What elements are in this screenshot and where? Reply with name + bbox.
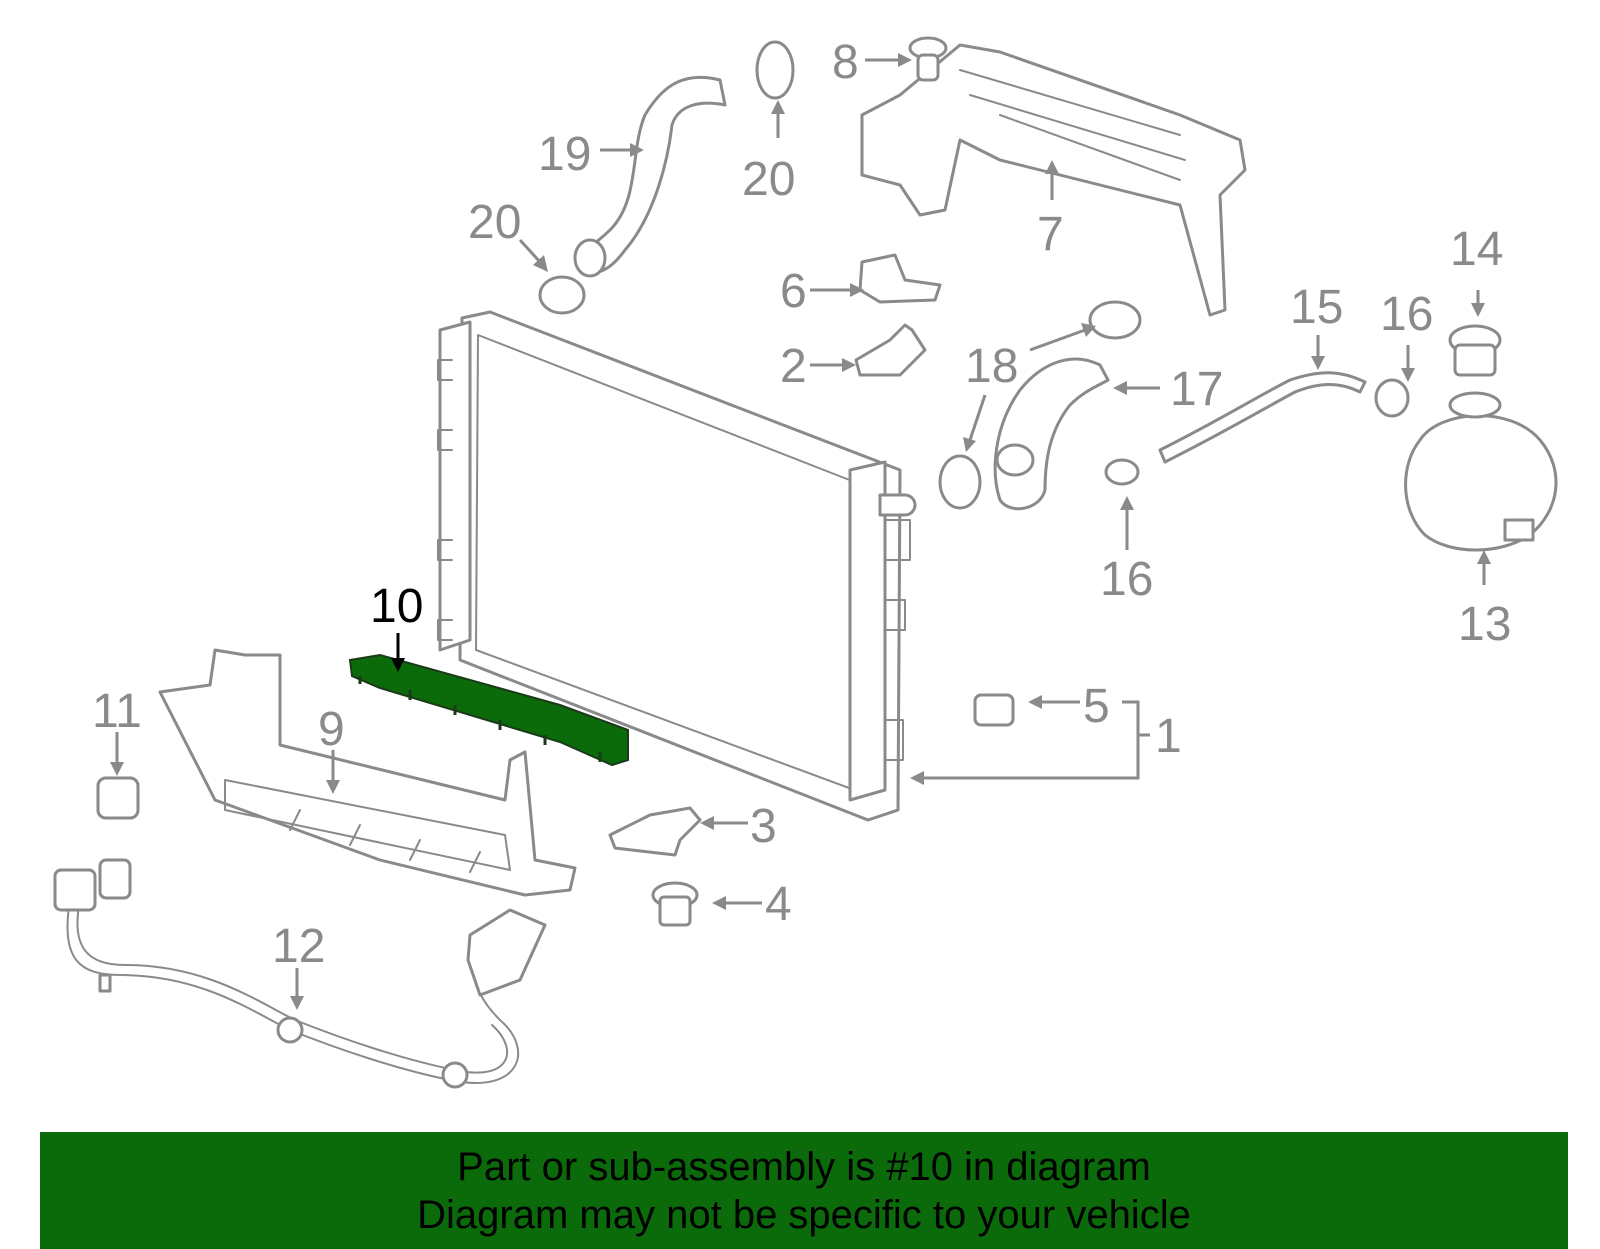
clamp-part-18a xyxy=(1088,300,1142,340)
callout-14: 14 xyxy=(1450,223,1503,276)
callout-20-top: 20 xyxy=(742,153,795,206)
callout-19: 19 xyxy=(538,128,591,181)
callout-8: 8 xyxy=(832,36,859,89)
callout-10: 10 xyxy=(370,580,423,633)
tiebar-part-7 xyxy=(860,43,1247,317)
clamp-part-16b xyxy=(1374,378,1410,418)
callout-11: 11 xyxy=(92,685,142,738)
cap-part-14 xyxy=(1448,324,1502,377)
info-banner: Part or sub-assembly is #10 in diagram D… xyxy=(40,1132,1568,1249)
banner-line-disclaimer: Diagram may not be specific to your vehi… xyxy=(417,1192,1191,1237)
callout-16-right: 16 xyxy=(1380,288,1433,341)
callout-labels: 1 2 3 4 5 6 7 8 9 10 11 12 13 14 15 16 1… xyxy=(92,36,1511,973)
callout-18: 18 xyxy=(965,340,1018,393)
sensor-part-5 xyxy=(973,693,1015,727)
callout-6: 6 xyxy=(780,265,807,318)
callout-4: 4 xyxy=(765,878,792,931)
callout-2: 2 xyxy=(780,340,807,393)
banner-line-part: Part or sub-assembly is #10 in diagram xyxy=(457,1144,1151,1189)
highlighted-part-10 xyxy=(348,653,629,767)
bracket-part-3 xyxy=(608,806,702,857)
deflector-part-9 xyxy=(158,648,577,897)
callout-9: 9 xyxy=(318,703,345,756)
hose-part-15 xyxy=(1158,371,1367,464)
clamp-part-20a xyxy=(755,40,795,100)
callout-7: 7 xyxy=(1037,208,1064,261)
callout-17: 17 xyxy=(1170,363,1223,416)
callout-5: 5 xyxy=(1083,680,1110,733)
radiator-part-1 xyxy=(437,310,917,822)
clamp-part-20b xyxy=(538,275,586,315)
reservoir-part-13 xyxy=(1404,391,1558,552)
callout-13: 13 xyxy=(1458,598,1511,651)
callout-16-lower: 16 xyxy=(1100,553,1153,606)
callout-3: 3 xyxy=(750,800,777,853)
bracket-part-2 xyxy=(854,323,927,377)
callout-12: 12 xyxy=(272,920,325,973)
sensor-part-11 xyxy=(96,776,140,820)
lower-hose-part-17 xyxy=(993,357,1110,511)
leader-lines xyxy=(110,53,1491,1010)
bushing-part-4 xyxy=(651,881,699,927)
callout-1: 1 xyxy=(1155,710,1182,763)
callout-20-left: 20 xyxy=(468,196,521,249)
clamp-part-16a xyxy=(1104,458,1140,486)
bracket-part-6 xyxy=(858,253,942,304)
upper-hose-part-19 xyxy=(573,75,727,278)
clip-part-8 xyxy=(908,36,948,82)
callout-15: 15 xyxy=(1290,281,1343,334)
clamp-part-18b xyxy=(938,454,982,510)
